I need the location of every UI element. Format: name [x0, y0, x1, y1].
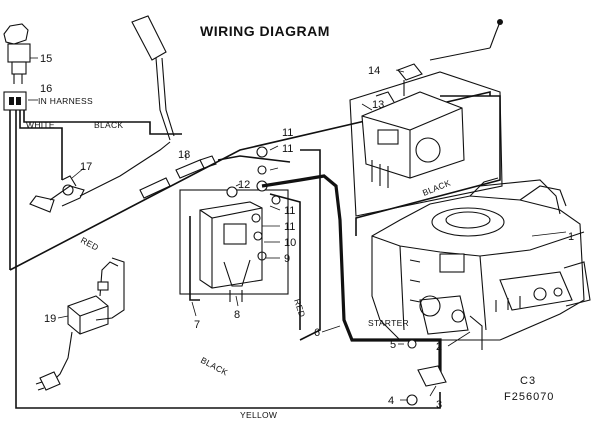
black-wire-solenoid — [189, 216, 200, 301]
label-white: WHITE — [26, 120, 55, 130]
callout-16: 16 — [40, 83, 52, 95]
black-wire-engine — [355, 95, 501, 236]
callout-11-a: 11 — [282, 127, 293, 139]
label-in-harness: IN HARNESS — [38, 96, 93, 106]
solenoid-feed-wire — [217, 155, 291, 163]
red-wire-right — [269, 193, 301, 330]
ignition-key-switch — [3, 23, 38, 84]
red-wire-loop — [299, 149, 321, 341]
callout-18: 18 — [178, 149, 190, 161]
harness-connector — [3, 91, 38, 111]
starter-motor — [406, 295, 483, 406]
white-wire — [19, 110, 63, 180]
label-black-top: BLACK — [94, 120, 123, 130]
fuse-holder — [139, 154, 217, 199]
control-lever — [131, 15, 175, 141]
battery-charger — [35, 257, 125, 391]
engine — [371, 177, 591, 341]
callout-13: 13 — [372, 99, 384, 111]
callout-6: 6 — [314, 327, 320, 339]
callout-19: 19 — [44, 313, 56, 325]
callout-5: 5 — [390, 339, 396, 351]
callout-12: 12 — [238, 179, 250, 191]
callout-8: 8 — [234, 309, 240, 321]
callout-7: 7 — [194, 319, 200, 331]
callout-14: 14 — [368, 65, 380, 77]
label-red-lower: RED — [79, 235, 100, 253]
label-yellow: YELLOW — [240, 410, 277, 420]
callout-9: 9 — [284, 253, 290, 265]
black-wire-top — [23, 110, 182, 135]
label-starter: STARTER — [368, 318, 409, 328]
figure-code-line2: F256070 — [504, 391, 554, 403]
callout-11-b: 11 — [282, 143, 293, 155]
callout-4: 4 — [388, 395, 394, 407]
callout-11-d: 11 — [284, 221, 295, 233]
callout-10: 10 — [284, 237, 296, 249]
seat-interlock-switch — [29, 141, 171, 213]
label-red-right: RED — [292, 298, 307, 319]
diagram-title: WIRING DIAGRAM — [200, 23, 330, 39]
callout-2: 2 — [436, 341, 442, 353]
starter-solenoid — [179, 146, 289, 302]
callout-3: 3 — [436, 399, 442, 411]
callout-1: 1 — [568, 231, 574, 243]
pto-unit — [349, 19, 503, 217]
callout-17: 17 — [80, 161, 92, 173]
callout-11-c: 11 — [284, 205, 295, 217]
callout-leaders — [57, 69, 567, 401]
label-black-engine: BLACK — [421, 178, 452, 198]
callout-15: 15 — [40, 53, 52, 65]
figure-code-line1: C3 — [520, 375, 536, 387]
label-black-solenoid: BLACK — [199, 355, 230, 378]
